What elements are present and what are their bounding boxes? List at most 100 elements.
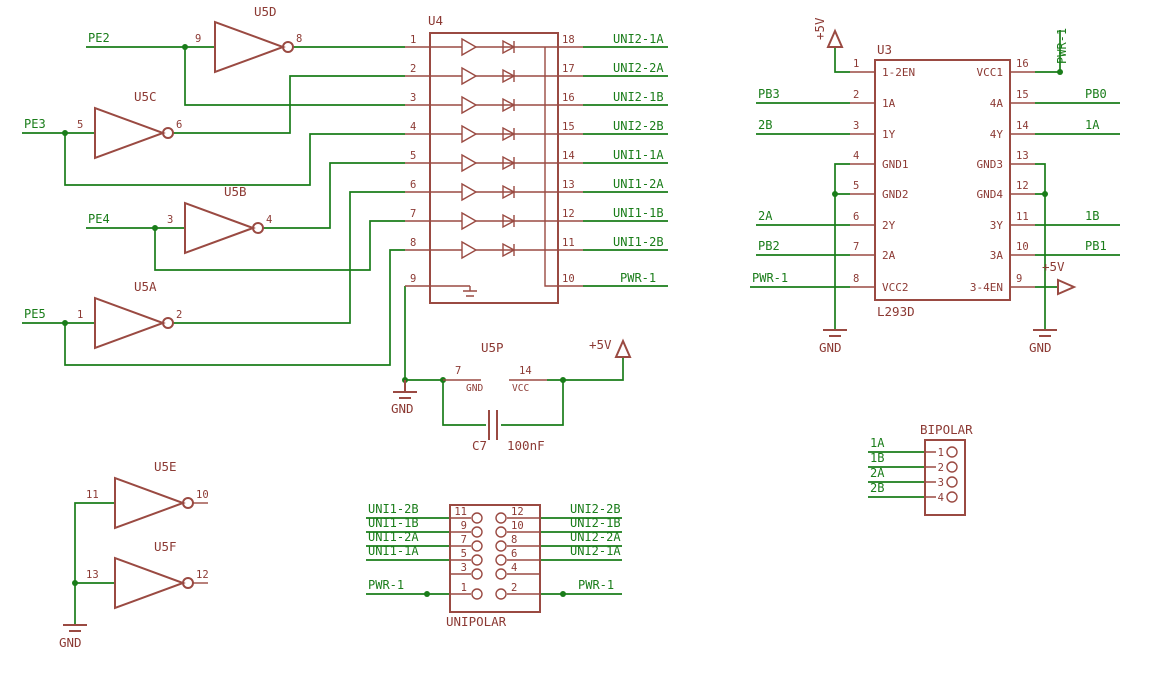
pin-number: 13 (86, 569, 99, 581)
component-u3[interactable]: U3 L293D 1 2 3 4 5 6 7 8 16 15 14 13 12 … (850, 42, 1035, 319)
net-label-bipolar-2a[interactable]: 2A (870, 466, 885, 480)
net-label-uni1-2b[interactable]: UNI1-2B (613, 235, 664, 249)
net-label-uni2-2b[interactable]: UNI2-2B (613, 119, 664, 133)
net-label-pb2[interactable]: PB2 (758, 239, 780, 253)
component-ref: U5A (134, 279, 157, 294)
component-bipolar[interactable]: BIPOLAR 1 2 3 4 (920, 422, 973, 516)
net-unipolar-right (540, 517, 622, 595)
pin-number: 14 (519, 365, 532, 377)
net-label-pwr1-unipolar-left[interactable]: PWR-1 (368, 578, 404, 592)
component-u5f[interactable]: U5F 13 12 (86, 539, 209, 610)
pin-number: 18 (562, 34, 575, 46)
darlington-row (430, 128, 558, 140)
junction (72, 580, 78, 586)
net-label-uni1-1a[interactable]: UNI1-1A (368, 544, 419, 558)
pin-number: 15 (562, 121, 575, 133)
net-label-uni1-1b[interactable]: UNI1-1B (613, 206, 664, 220)
pin-number: 2 (410, 63, 416, 75)
component-u5e[interactable]: U5E 11 10 (86, 459, 209, 530)
net-label-uni1-1b[interactable]: UNI1-1B (368, 516, 419, 530)
net-label-pe5[interactable]: PE5 (24, 307, 46, 321)
net-label-uni2-1a[interactable]: UNI2-1A (613, 32, 664, 46)
darlington-row (430, 99, 558, 111)
net-label-pwr1-u3-left[interactable]: PWR-1 (752, 271, 788, 285)
component-value: L293D (877, 304, 915, 319)
net-pe2 (86, 46, 405, 106)
pin-pad-icon (495, 512, 507, 524)
gnd-symbol-icon (63, 624, 87, 632)
pin-number: 1 (410, 34, 416, 46)
net-label-pwr1-unipolar-right[interactable]: PWR-1 (578, 578, 614, 592)
net-u3-gnd-left (834, 163, 850, 330)
net-label-uni1-2b[interactable]: UNI1-2B (368, 502, 419, 516)
pin-number: 5 (77, 119, 83, 131)
net-label-uni2-1b-con[interactable]: UNI2-1B (570, 516, 621, 530)
darlington-row (430, 157, 558, 169)
component-unipolar[interactable]: UNIPOLAR 11 12 9 10 7 8 5 6 3 4 1 2 (446, 504, 541, 629)
inverter-triangle (94, 296, 166, 350)
darlington-triangle (461, 95, 478, 115)
pin-number: 13 (562, 179, 575, 191)
bipolar-body (924, 439, 966, 516)
net-label-bipolar-1b[interactable]: 1B (870, 451, 884, 465)
junction (1042, 191, 1048, 197)
pin-number: 7 (853, 241, 859, 253)
net-label-1a[interactable]: 1A (1085, 118, 1100, 132)
net-label-pe3[interactable]: PE3 (24, 117, 46, 131)
pin-number: 2 (511, 582, 517, 594)
pin-name: GND2 (882, 188, 909, 201)
net-u5b-out (263, 162, 405, 229)
net-label-uni2-2a-con[interactable]: UNI2-2A (570, 530, 621, 544)
diode-icon (502, 97, 516, 113)
net-label-bipolar-1a[interactable]: 1A (870, 436, 885, 450)
pin-number: 5 (853, 180, 859, 192)
pin-number: 17 (562, 63, 575, 75)
component-ref: U5E (154, 459, 177, 474)
pin-number: 3 (461, 562, 467, 574)
pin-number: 6 (511, 548, 517, 560)
net-label-pb1[interactable]: PB1 (1085, 239, 1107, 253)
net-label-pwr1-vertical[interactable]: PWR-1 (1055, 28, 1069, 64)
component-u4[interactable]: U4 1 2 3 4 5 6 7 8 9 18 17 16 15 14 13 1… (405, 13, 583, 304)
net-label-bipolar-2b[interactable]: 2B (870, 481, 884, 495)
component-u5b[interactable]: U5B 3 4 (167, 184, 272, 255)
net-label-pe2[interactable]: PE2 (88, 31, 110, 45)
supply-label-gnd: GND (1029, 340, 1052, 355)
pin-name: VCC (512, 383, 529, 394)
net-label-uni2-1a-con[interactable]: UNI2-1A (570, 544, 621, 558)
component-c7[interactable]: C7 100nF (472, 410, 545, 453)
net-label-2b[interactable]: 2B (758, 118, 772, 132)
darlington-row (430, 186, 558, 198)
net-label-2a[interactable]: 2A (758, 209, 773, 223)
net-label-pb0[interactable]: PB0 (1085, 87, 1107, 101)
supply-symbols: +5V GND +5V GND GND +5V GND (59, 17, 1077, 650)
pin-name: 1-2EN (882, 66, 915, 79)
net-label-1b[interactable]: 1B (1085, 209, 1099, 223)
net-label-uni2-2a[interactable]: UNI2-2A (613, 61, 664, 75)
pin-number: 10 (1016, 241, 1029, 253)
diode-icon (502, 126, 516, 142)
pin-number: 11 (454, 506, 467, 518)
darlington-row (430, 244, 558, 256)
net-label-pe4[interactable]: PE4 (88, 212, 110, 226)
net-label-uni2-2b-con[interactable]: UNI2-2B (570, 502, 621, 516)
pin-number: 9 (195, 33, 201, 45)
component-u5p[interactable]: U5P 7 GND 14 VCC (443, 340, 547, 394)
inverter-triangle (114, 476, 186, 530)
pin-number: 1 (461, 582, 467, 594)
darlington-triangle (461, 211, 478, 231)
net-label-uni1-1a[interactable]: UNI1-1A (613, 148, 664, 162)
net-label-uni1-2a[interactable]: UNI1-2A (613, 177, 664, 191)
net-u4-gnd (404, 286, 443, 381)
net-label-uni2-1b[interactable]: UNI2-1B (613, 90, 664, 104)
component-u5c[interactable]: U5C 5 6 (77, 89, 182, 160)
net-label-pwr1-u4[interactable]: PWR-1 (620, 271, 656, 285)
component-u5a[interactable]: U5A 1 2 (77, 279, 182, 350)
net-u5c-out (173, 75, 405, 134)
pin-number: 4 (266, 214, 272, 226)
pin-number: 4 (938, 492, 944, 504)
component-u5d[interactable]: U5D 9 8 (195, 4, 302, 74)
net-label-uni1-2a[interactable]: UNI1-2A (368, 530, 419, 544)
net-label-pb3[interactable]: PB3 (758, 87, 780, 101)
